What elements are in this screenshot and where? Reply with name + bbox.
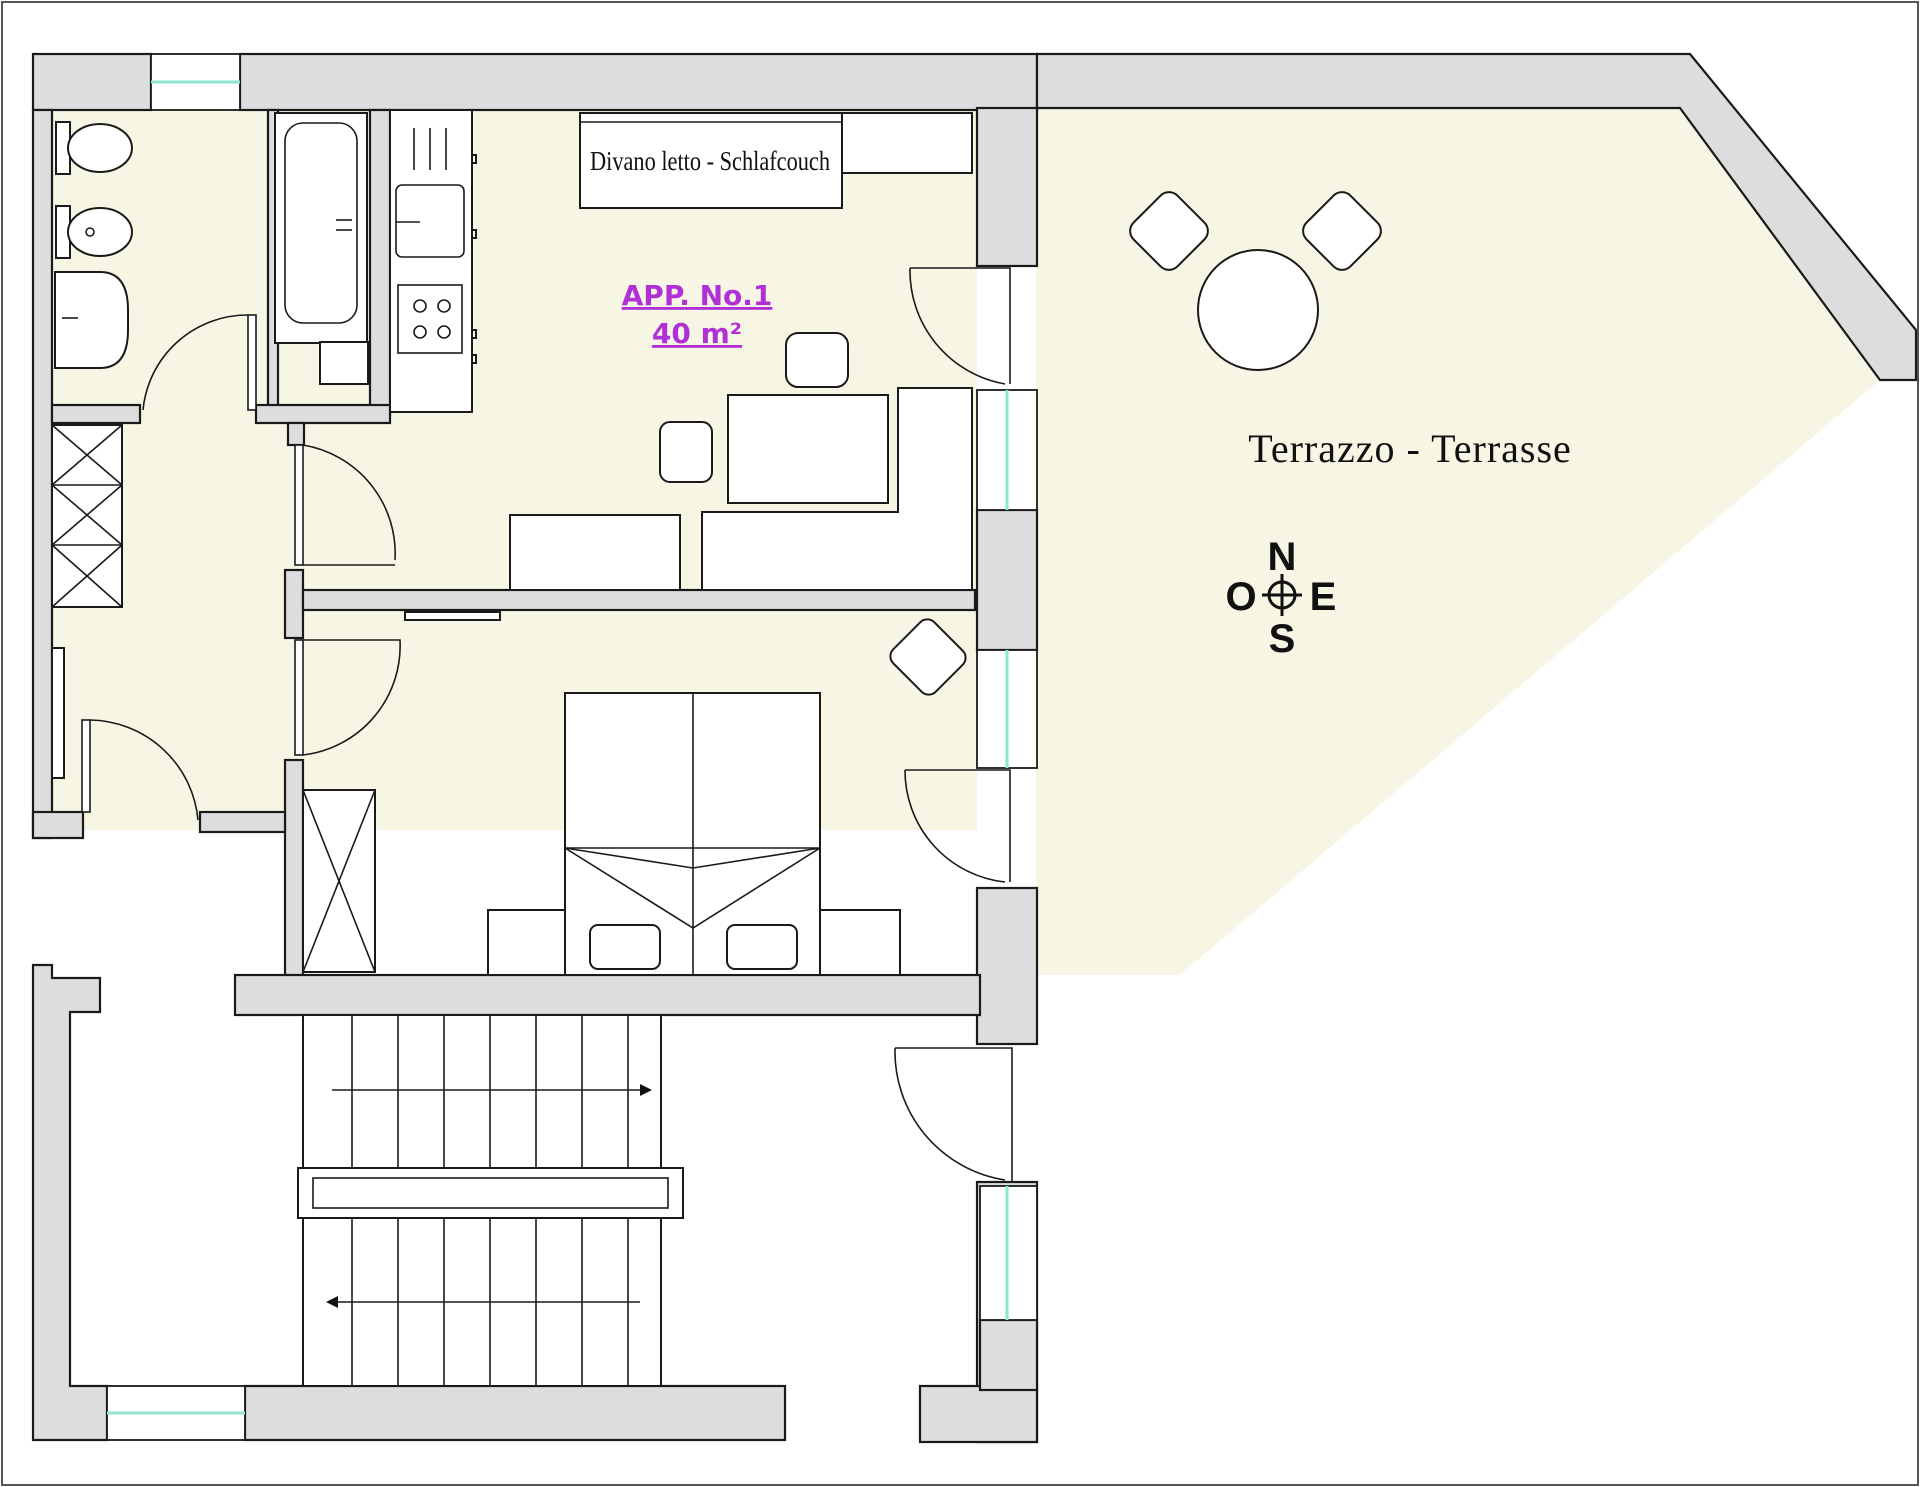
bathtub-icon — [274, 112, 368, 344]
washbasin-icon — [54, 271, 129, 369]
apartment-area: 40 m² — [652, 317, 742, 350]
stair-arrow-icon — [326, 1084, 652, 1308]
pillow — [589, 924, 661, 970]
stair-landing — [297, 1167, 684, 1219]
toilet-icon — [55, 121, 133, 175]
sink-icon — [395, 184, 465, 258]
compass-icon: N O E S — [1225, 535, 1336, 661]
kitchen — [389, 109, 477, 413]
stairwell — [297, 1014, 684, 1387]
bedroom — [302, 618, 967, 976]
hallway — [51, 424, 123, 779]
sideboard — [509, 514, 681, 591]
chair — [1302, 191, 1382, 271]
compass-north: N — [1268, 535, 1297, 579]
nightstand — [819, 909, 901, 976]
armchair — [889, 618, 967, 696]
chair — [785, 332, 849, 388]
nightstand — [487, 909, 566, 976]
bathroom — [54, 112, 369, 385]
chair — [1129, 191, 1209, 271]
terrace: Terrazzo - Terrasse N O E S — [1129, 191, 1572, 661]
dining-table — [727, 394, 889, 504]
terrace-label: Terrazzo - Terrasse — [1248, 426, 1572, 471]
compass-south: S — [1269, 617, 1296, 661]
pillow — [726, 924, 798, 970]
compass-east: E — [1310, 575, 1337, 619]
living-room: Divano letto - Schlafcouch APP. No.1 40 … — [404, 112, 973, 621]
corner-sofa — [701, 387, 973, 591]
apartment-number: APP. No.1 — [622, 279, 773, 312]
chair — [659, 421, 713, 483]
walls — [31, 52, 1918, 1444]
compass-west: O — [1225, 575, 1256, 619]
stove-icon — [397, 284, 463, 354]
apartment-label: APP. No.1 40 m² — [622, 279, 773, 350]
kitchen-counter — [389, 109, 473, 413]
bidet-icon — [55, 205, 133, 259]
sofa-bed-label: Divano letto - Schlafcouch — [590, 146, 830, 176]
washing-machine — [319, 341, 369, 385]
side-cabinet — [841, 112, 973, 174]
doors — [81, 267, 1013, 1182]
windows — [106, 53, 1038, 1441]
round-table — [1197, 249, 1319, 371]
